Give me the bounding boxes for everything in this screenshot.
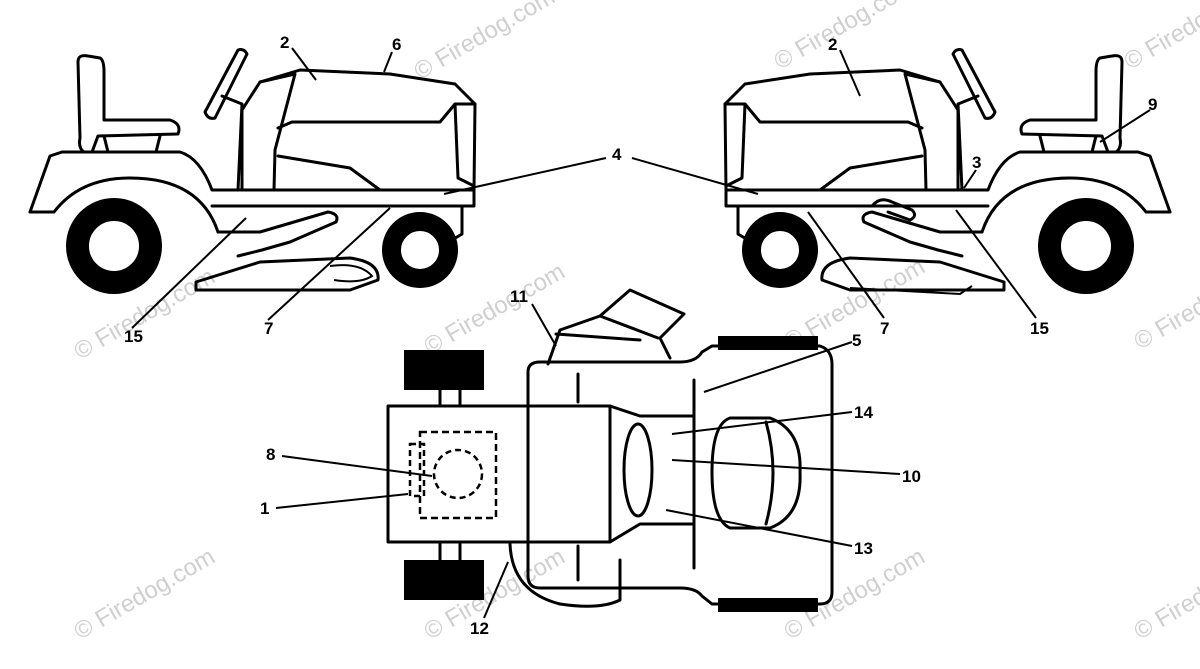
tractor-top-view [386, 288, 834, 612]
rear-fender [724, 150, 1172, 242]
leader-4 [631, 157, 759, 195]
seat-post [1038, 134, 1098, 154]
leader-13 [665, 509, 853, 547]
rear-hub [87, 219, 141, 273]
leader-15 [131, 217, 247, 329]
leader-4 [443, 157, 607, 195]
hood-panel [723, 102, 924, 130]
callout-1: 1 [260, 499, 269, 518]
dash-panel [903, 72, 960, 192]
leader-5 [703, 341, 853, 393]
watermark-text: © Firedog.com [1130, 253, 1200, 355]
hood-grille [724, 102, 747, 188]
leader-11 [531, 303, 557, 347]
dash-panel [240, 72, 297, 192]
callout-7: 7 [264, 319, 273, 338]
callout-14: 14 [854, 403, 873, 422]
seat [76, 54, 181, 154]
hood-grille [453, 102, 476, 188]
hood-top [386, 404, 612, 544]
callout-12: 12 [470, 619, 489, 638]
engine-cap [432, 448, 484, 500]
watermark-text: © Firedog.com [410, 0, 560, 85]
watermark-text: © Firedog.com [770, 0, 920, 75]
watermark-text: © Firedog.com [780, 543, 930, 645]
leader-10 [671, 459, 901, 475]
front-hub [399, 229, 441, 271]
steering-column [956, 94, 980, 192]
watermark-text: © Firedog.com [1130, 543, 1200, 645]
steering-column-top [622, 422, 654, 518]
seat-top [710, 416, 802, 530]
footrest [861, 210, 984, 258]
callout-4: 4 [612, 145, 622, 164]
deck-chute [849, 285, 973, 296]
leader-3 [963, 169, 977, 189]
leader-6 [383, 51, 393, 73]
leader-lines [131, 47, 1151, 619]
footrest [216, 210, 339, 258]
engine-side-panel [408, 442, 426, 498]
callout-15: 15 [124, 327, 143, 346]
body-outline [526, 344, 834, 606]
fender-inner [28, 176, 220, 234]
callout-6: 6 [392, 35, 401, 54]
seat-back-top [764, 420, 775, 526]
front-right-tire [404, 560, 484, 600]
callout-2: 2 [280, 33, 289, 52]
chute-lines [554, 314, 660, 342]
leader-14 [671, 411, 853, 435]
callout-9: 9 [1148, 95, 1157, 114]
leader-8 [281, 455, 433, 477]
callout-10: 10 [902, 467, 921, 486]
leader-15 [955, 209, 1037, 319]
seat [1019, 54, 1124, 154]
leader-2 [291, 47, 317, 81]
rear-hub [1059, 219, 1113, 273]
tractor-right-side-view [723, 48, 1172, 296]
steering-wheel [203, 48, 249, 120]
callout-labels: 2 6 4 7 15 2 3 9 7 15 11 5 14 10 13 8 1 … [124, 33, 1157, 638]
callout-11: 11 [510, 287, 528, 306]
mower-deck-top [508, 542, 622, 608]
fender-inner [980, 176, 1172, 234]
mower-deck [194, 256, 380, 292]
callout-15: 15 [1030, 319, 1049, 338]
steering-column [220, 94, 244, 192]
brake-lever [870, 198, 917, 222]
leader-12 [483, 561, 509, 619]
leader-2 [839, 49, 861, 97]
callout-5: 5 [852, 331, 861, 350]
callout-8: 8 [266, 445, 275, 464]
deck-chute [329, 264, 374, 283]
callout-7: 7 [880, 319, 889, 338]
seat-post [102, 134, 162, 154]
rear-left-tire [718, 336, 818, 350]
callout-13: 13 [854, 539, 873, 558]
front-axle [438, 388, 462, 562]
front-left-tire [404, 350, 484, 390]
leader-9 [1099, 109, 1151, 143]
tractor-left-side-view [28, 48, 477, 294]
watermark-text: © Firedog.com [70, 543, 220, 645]
watermark-text: © Firedog.com [1120, 0, 1200, 75]
leader-7 [807, 211, 885, 319]
callout-3: 3 [972, 153, 981, 172]
rear-fender [28, 150, 476, 242]
steering-wheel [951, 48, 997, 120]
leader-7 [267, 207, 391, 321]
discharge-chute [546, 288, 686, 366]
callout-2: 2 [828, 35, 837, 54]
leader-1 [275, 493, 409, 509]
front-hub [759, 229, 801, 271]
hood-panel [276, 102, 477, 130]
